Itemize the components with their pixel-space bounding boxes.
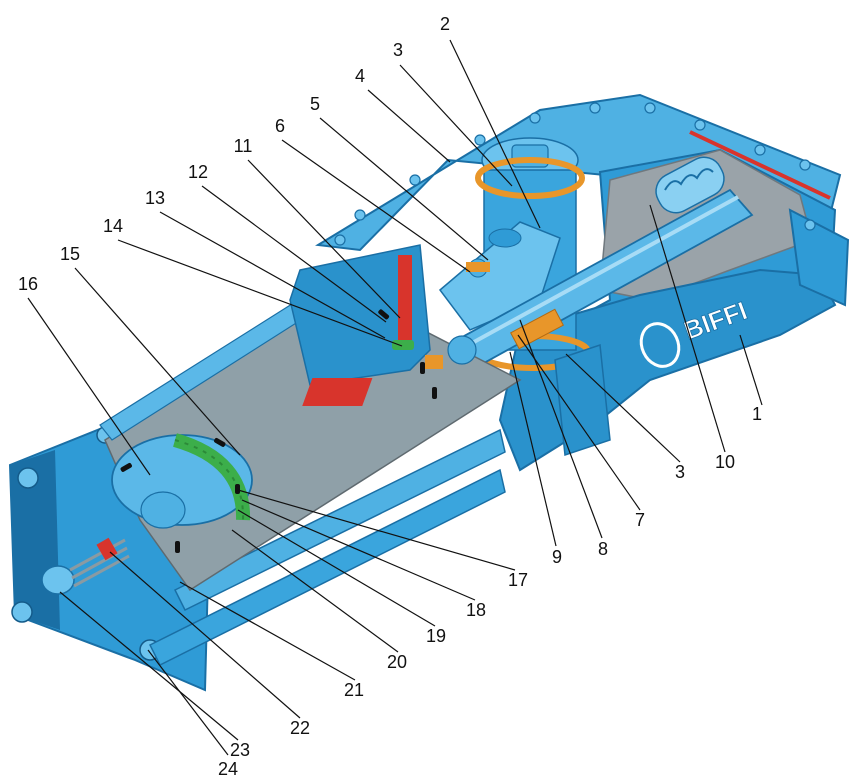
leader-4 (367, 89, 451, 163)
callout-16: 16 (18, 274, 38, 294)
leader-6 (281, 139, 471, 273)
callout-10: 10 (715, 452, 735, 472)
housing-gasket-edge (689, 130, 831, 200)
rod-seal (392, 340, 414, 350)
leader-1 (739, 334, 763, 406)
leader-21 (179, 581, 356, 681)
callout-18: 18 (466, 600, 486, 620)
leader-14 (117, 239, 403, 347)
leader-2 (449, 39, 541, 229)
callout-6: 6 (275, 116, 285, 136)
callout-12: 12 (188, 162, 208, 182)
leader-18 (241, 499, 476, 601)
callout-15: 15 (60, 244, 80, 264)
leader-10 (649, 204, 726, 453)
leader-8 (519, 319, 603, 539)
leader-22 (109, 551, 301, 719)
cover-bolts (334, 102, 816, 246)
callout-23: 23 (230, 740, 250, 760)
piston (111, 433, 253, 529)
callout-7: 7 (635, 510, 645, 530)
leader-17 (237, 489, 516, 571)
leader-24 (147, 649, 229, 756)
leader-7 (517, 334, 641, 511)
guide-block (510, 308, 564, 350)
seal-glyphs (120, 309, 437, 553)
spring-cartridge (655, 156, 725, 214)
callout-4: 4 (355, 66, 365, 86)
callout-9: 9 (552, 547, 562, 567)
callout-22: 22 (290, 718, 310, 738)
mounting-flange (788, 208, 850, 307)
leader-11 (247, 159, 401, 319)
leader-lines (27, 39, 763, 756)
callout-2: 2 (440, 14, 450, 34)
callout-3b: 3 (675, 462, 685, 482)
flange-red-insert (398, 255, 412, 340)
leader-16 (27, 297, 151, 476)
callout-21: 21 (344, 680, 364, 700)
callout-20: 20 (387, 652, 407, 672)
support-bracket (554, 343, 611, 457)
callout-8: 8 (598, 539, 608, 559)
leader-19 (237, 509, 436, 627)
callout-13: 13 (145, 188, 165, 208)
rod-end-boss (447, 335, 477, 365)
leader-15 (74, 267, 241, 456)
flange-red-base (302, 378, 373, 406)
callout-3a: 3 (393, 40, 403, 60)
leader-13 (159, 211, 386, 339)
leader-5 (319, 117, 489, 261)
rod-bushing (425, 355, 443, 369)
leader-3a (399, 64, 513, 187)
callout-24: 24 (218, 759, 238, 779)
callout-17: 17 (508, 570, 528, 590)
callout-14: 14 (103, 216, 123, 236)
leader-3b (565, 353, 681, 463)
leader-12 (201, 185, 387, 323)
callout-numbers: 1 2 3 3 4 5 6 7 8 9 10 11 12 13 14 15 16… (18, 14, 762, 779)
leader-9 (509, 351, 557, 547)
leader-20 (231, 529, 399, 653)
actuator-illustration: BIFFI (8, 93, 850, 692)
leader-23 (59, 591, 239, 741)
callout-5: 5 (310, 94, 320, 114)
callout-19: 19 (426, 626, 446, 646)
callout-11: 11 (234, 136, 253, 156)
callout-1: 1 (752, 404, 762, 424)
